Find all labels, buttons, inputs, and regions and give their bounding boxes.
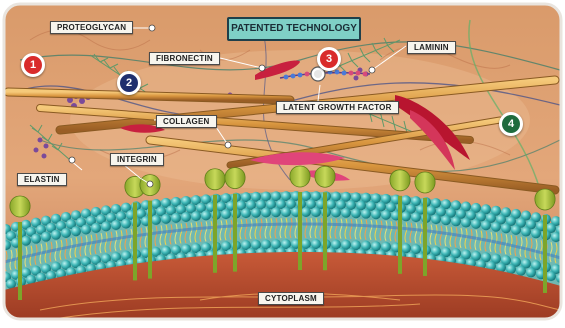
title-banner: PATENTED TECHNOLOGY	[227, 17, 361, 41]
label-integrin: INTEGRIN	[110, 153, 164, 166]
label-collagen: COLLAGEN	[156, 115, 217, 128]
label-proteoglycan: PROTEOGLYCAN	[50, 21, 133, 34]
marker-4: 4	[499, 112, 523, 136]
label-cytoplasm: CYTOPLASM	[258, 292, 324, 305]
label-latent-growth-factor: LATENT GROWTH FACTOR	[276, 101, 399, 114]
label-fibronectin: FIBRONECTIN	[149, 52, 220, 65]
label-laminin: LAMININ	[407, 41, 456, 54]
marker-3: 3	[317, 47, 341, 71]
label-elastin: ELASTIN	[17, 173, 67, 186]
marker-2: 2	[117, 71, 141, 95]
marker-1: 1	[21, 53, 45, 77]
